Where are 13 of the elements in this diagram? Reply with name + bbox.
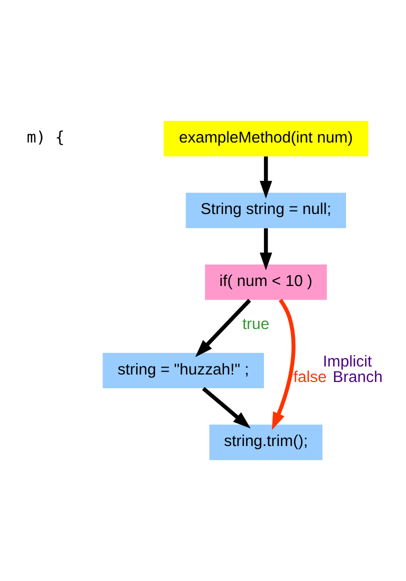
node-box: String string = null; — [186, 192, 346, 228]
arrow — [260, 228, 272, 270]
arrow — [272, 298, 296, 430]
edge-label: Implicit false Branch — [293, 353, 383, 386]
label: m) { — [26, 127, 65, 146]
node-box: if( num < 10 ) — [204, 264, 327, 300]
node-box: exampleMethod(int num) — [164, 120, 368, 156]
arrow — [202, 387, 251, 428]
node-box: string.trim(); — [209, 424, 322, 460]
arrow — [195, 298, 252, 358]
arrow — [260, 156, 272, 199]
node-box: string = "huzzah!" ; — [102, 352, 264, 388]
edge-label: true — [242, 316, 270, 334]
